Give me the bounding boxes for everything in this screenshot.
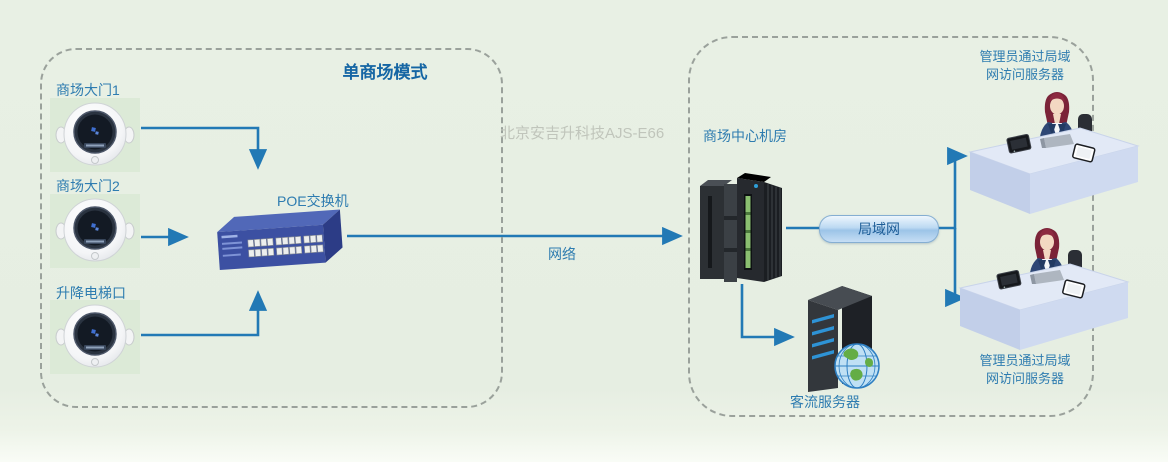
flow-server-globe-icon xyxy=(800,278,884,399)
single-mall-mode-title: 单商场模式 xyxy=(342,63,428,82)
admin2-label: 管理员通过局域 网访问服务器 xyxy=(952,352,1098,388)
poe-switch-icon xyxy=(210,202,350,279)
single-mall-mode-box xyxy=(40,48,503,408)
camera2-label: 商场大门2 xyxy=(56,178,120,194)
ceiling-camera-icon xyxy=(49,97,141,177)
admin1-label: 管理员通过局域 网访问服务器 xyxy=(952,48,1098,84)
mall-center-box xyxy=(688,36,1094,417)
admin2-label-line1: 管理员通过局域 xyxy=(979,353,1071,368)
lan-pill: 局域网 xyxy=(819,215,939,243)
admin-workstation-icon xyxy=(952,222,1132,359)
admin1-label-line2: 网访问服务器 xyxy=(985,67,1064,82)
admin-workstation-icon xyxy=(962,86,1142,221)
server-rack-icon xyxy=(698,164,786,291)
poe-switch-label: POE交换机 xyxy=(277,193,349,209)
ceiling-camera-icon xyxy=(49,299,141,379)
ceiling-camera-icon xyxy=(49,193,141,273)
lan-label: 局域网 xyxy=(858,221,900,237)
watermark-text: 北京安吉升科技AJS-E66 xyxy=(500,125,665,142)
camera3-label: 升降电梯口 xyxy=(56,285,126,301)
flow-server-label: 客流服务器 xyxy=(790,394,860,410)
machine-room-label: 商场中心机房 xyxy=(703,128,787,144)
camera1-label: 商场大门1 xyxy=(56,82,120,98)
network-label: 网络 xyxy=(548,246,576,262)
admin2-label-line2: 网访问服务器 xyxy=(985,371,1064,386)
admin1-label-line1: 管理员通过局域 xyxy=(979,49,1071,64)
